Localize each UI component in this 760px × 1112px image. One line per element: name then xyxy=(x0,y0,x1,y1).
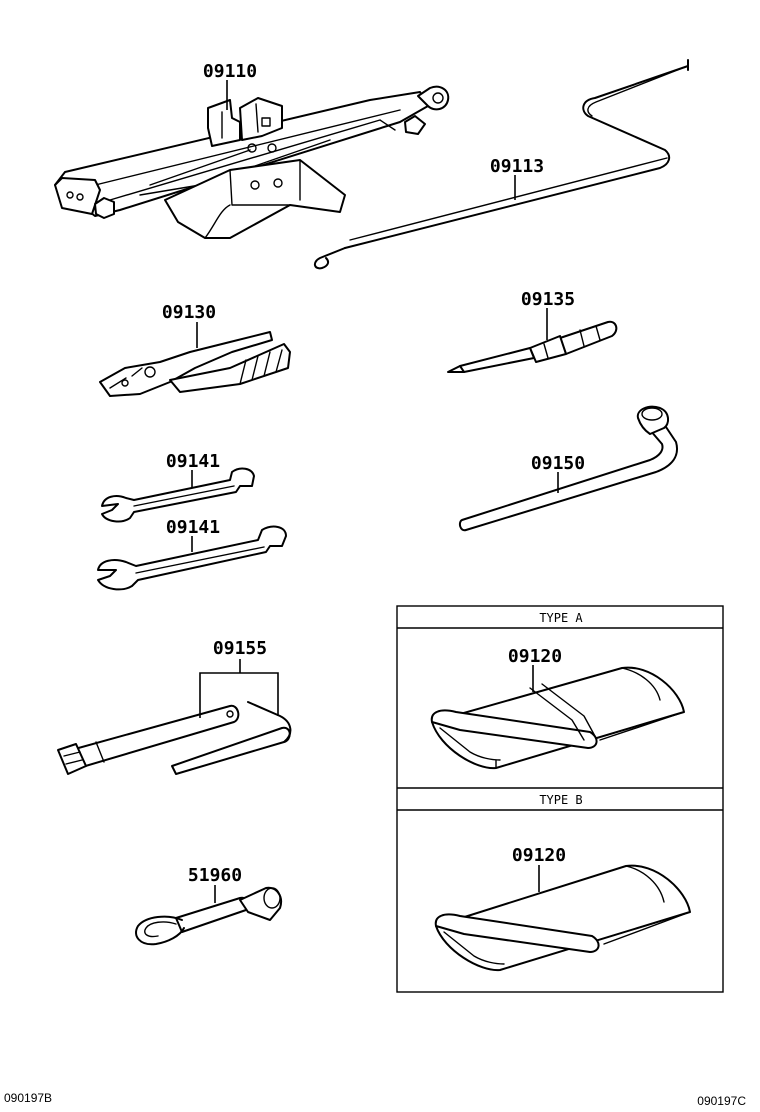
part-number-small-wrench: 09141 xyxy=(166,451,220,472)
illustration-code-left: 090197B xyxy=(4,1091,52,1105)
wheel-nut-wrench-illustration xyxy=(458,405,678,532)
part-number-jack: 09110 xyxy=(203,61,257,82)
part-number-plug-wrench-set: 09155 xyxy=(213,638,267,659)
screwdriver-illustration xyxy=(447,320,618,373)
tool-bag-type-a-illustration xyxy=(430,666,685,770)
type-b-header: TYPE B xyxy=(539,793,582,807)
pliers-illustration xyxy=(99,331,291,397)
part-number-pliers: 09130 xyxy=(162,302,216,323)
illustration-code-right: 090197C xyxy=(697,1094,746,1108)
part-number-tool-bag-a: 09120 xyxy=(508,646,562,667)
tool-bag-panel xyxy=(396,605,724,993)
tool-bag-type-b-illustration xyxy=(434,864,691,972)
part-number-screwdriver: 09135 xyxy=(521,289,575,310)
part-number-wheel-nut-wrench: 09150 xyxy=(531,453,585,474)
large-wrench-illustration xyxy=(97,525,287,591)
scissor-jack-illustration xyxy=(54,85,450,239)
part-number-towing-eye: 51960 xyxy=(188,865,242,886)
leader-bracket-plug-wrench-set xyxy=(199,672,279,718)
small-wrench-illustration xyxy=(101,467,255,523)
type-a-header: TYPE A xyxy=(539,611,583,625)
plug-wrench-set-illustration xyxy=(57,701,292,775)
part-number-tool-bag-b: 09120 xyxy=(512,845,566,866)
jack-handle-illustration xyxy=(314,59,689,270)
part-number-jack-handle: 09113 xyxy=(490,156,544,177)
part-number-large-wrench: 09141 xyxy=(166,517,220,538)
towing-eye-illustration xyxy=(135,886,282,946)
